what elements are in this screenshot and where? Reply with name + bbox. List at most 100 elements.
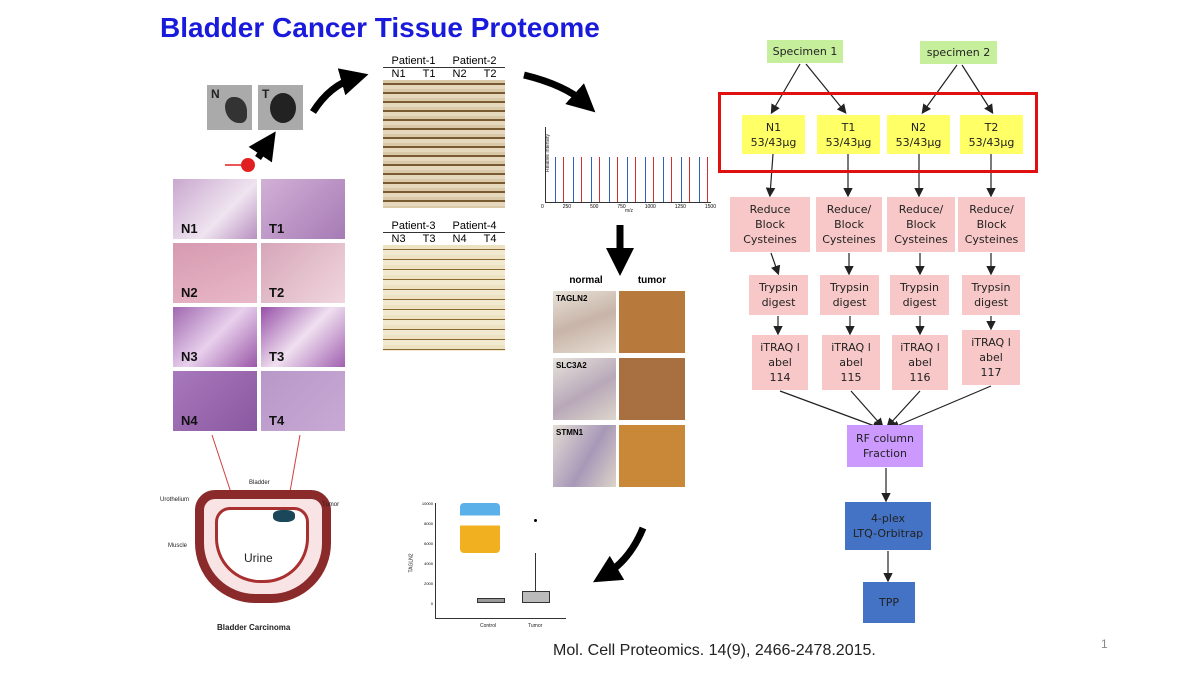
y-tick: 8000 bbox=[424, 521, 433, 526]
reduce-step-2: Reduce/ Block Cysteines bbox=[816, 197, 882, 252]
rf-column-fraction: RF column Fraction bbox=[847, 425, 923, 467]
reduce-step-3: Reduce/ Block Cysteines bbox=[887, 197, 955, 252]
citation: Mol. Cell Proteomics. 14(9), 2466-2478.2… bbox=[553, 642, 876, 659]
digest-step-4: Trypsin digest bbox=[962, 275, 1020, 315]
histology-label: N1 bbox=[181, 221, 198, 236]
y-tick: 0 bbox=[430, 601, 433, 606]
reduce-step-1: Reduce Block Cysteines bbox=[730, 197, 810, 252]
gel-image bbox=[383, 245, 505, 351]
sample-highlight-box bbox=[718, 92, 1038, 173]
lane-label: T3 bbox=[422, 233, 436, 245]
digest-step-2: Trypsin digest bbox=[820, 275, 879, 315]
tumor-tissue-image: T bbox=[258, 85, 303, 130]
sample-t2: T2 53/43µg bbox=[960, 115, 1023, 154]
x-category: Tumor bbox=[528, 623, 543, 629]
digest-step-1: Trypsin digest bbox=[749, 275, 808, 315]
itraq-label-117: iTRAQ l abel 117 bbox=[962, 330, 1020, 385]
lane-label: N4 bbox=[452, 233, 467, 245]
patient-label: Patient-1 bbox=[391, 55, 436, 67]
lane-label: T1 bbox=[422, 68, 436, 80]
lane-label: N2 bbox=[452, 68, 467, 80]
y-tick: 10000 bbox=[421, 501, 433, 506]
histology-n1: N1 bbox=[172, 178, 258, 240]
histology-n4: N4 bbox=[172, 370, 258, 432]
normal-label: N bbox=[211, 87, 220, 101]
x-tick: 0 bbox=[541, 204, 544, 210]
x-category: Control bbox=[480, 623, 497, 629]
boxplot-ylabel: TAGLN2 bbox=[408, 553, 415, 573]
muscle-label: Muscle bbox=[168, 543, 188, 549]
patient-label: Patient-3 bbox=[391, 220, 436, 232]
tpp-analysis: TPP bbox=[863, 582, 915, 623]
x-tick: 1500 bbox=[704, 204, 716, 210]
specimen-2: specimen 2 bbox=[920, 41, 997, 64]
x-tick: 750 bbox=[617, 204, 626, 210]
spectrum-ylabel: Relative Intensity bbox=[545, 133, 552, 173]
histology-label: N2 bbox=[181, 285, 198, 300]
slide-title: Bladder Cancer Tissue Proteome bbox=[160, 12, 600, 43]
histology-label: T2 bbox=[269, 285, 285, 300]
y-tick: 2000 bbox=[424, 581, 433, 586]
histology-t4: T4 bbox=[260, 370, 346, 432]
page-number: 1 bbox=[1101, 637, 1108, 651]
x-tick: 250 bbox=[562, 204, 572, 210]
urine-cup-icon bbox=[460, 503, 500, 553]
ihc-header: normal bbox=[569, 275, 603, 286]
tumor-box bbox=[522, 591, 550, 603]
reduce-step-4: Reduce/ Block Cysteines bbox=[958, 197, 1025, 252]
lc-ms-orbitrap: 4-plex LTQ-Orbitrap bbox=[845, 502, 931, 550]
tumor-label: Tumor bbox=[322, 502, 340, 508]
y-tick: 6000 bbox=[424, 541, 433, 546]
histology-t1: T1 bbox=[260, 178, 346, 240]
ihc-panel: normal tumor TAGLN2 SLC3A2 STMN1 bbox=[553, 275, 685, 487]
histology-n2: N2 bbox=[172, 242, 258, 304]
lane-label: N3 bbox=[391, 233, 406, 245]
histology-label: T1 bbox=[269, 221, 285, 236]
gel-bottom: Patient-3 Patient-4 N3 T3 N4 T4 bbox=[383, 220, 505, 351]
urine-label: Urine bbox=[244, 551, 273, 565]
ihc-header: tumor bbox=[637, 275, 667, 286]
histology-t3: T3 bbox=[260, 306, 346, 368]
laser-icon bbox=[225, 158, 255, 172]
histology-label: N3 bbox=[181, 349, 198, 364]
sample-n2: N2 53/43µg bbox=[887, 115, 950, 154]
patient-label: Patient-2 bbox=[452, 55, 497, 67]
sample-n1: N1 53/43µg bbox=[742, 115, 805, 154]
ihc-protein-label: SLC3A2 bbox=[556, 361, 587, 370]
gel-top: Patient-1 Patient-2 N1 T1 N2 T2 bbox=[383, 55, 505, 208]
gel-image bbox=[383, 80, 505, 208]
sample-t1: T1 53/43µg bbox=[817, 115, 880, 154]
ihc-protein-label: TAGLN2 bbox=[556, 294, 588, 303]
itraq-label-114: iTRAQ l abel 114 bbox=[752, 335, 808, 390]
histology-label: T3 bbox=[269, 349, 285, 364]
digest-step-3: Trypsin digest bbox=[890, 275, 949, 315]
bladder-caption: Bladder Carcinoma bbox=[217, 623, 291, 632]
x-tick: 1250 bbox=[674, 204, 686, 210]
lane-label: T2 bbox=[483, 68, 497, 80]
tumor-label: T bbox=[262, 87, 270, 101]
urothelium-label: Urothelium bbox=[160, 497, 190, 503]
y-tick: 4000 bbox=[424, 561, 433, 566]
patient-label: Patient-4 bbox=[452, 220, 497, 232]
flow-connectors bbox=[765, 63, 996, 583]
histology-n3: N3 bbox=[172, 306, 258, 368]
boxplot: 0 2000 4000 6000 8000 10000 TAGLN2 Control Tu… bbox=[408, 495, 566, 635]
histology-t2: T2 bbox=[260, 242, 346, 304]
normal-tissue-image: N bbox=[207, 85, 252, 130]
bladder-label: Bladder bbox=[249, 480, 270, 486]
x-tick: 1000 bbox=[644, 204, 656, 210]
bladder-diagram: Bladder Urothelium Tumor Muscle Urine Bl… bbox=[155, 455, 355, 635]
itraq-label-116: iTRAQ l abel 116 bbox=[892, 335, 948, 390]
process-arrows bbox=[248, 68, 647, 583]
specimen-1: Specimen 1 bbox=[767, 40, 843, 63]
lane-label: N1 bbox=[391, 68, 406, 80]
ihc-protein-label: STMN1 bbox=[556, 428, 584, 437]
histology-label: N4 bbox=[181, 413, 198, 428]
control-box bbox=[477, 598, 505, 603]
lane-label: T4 bbox=[483, 233, 497, 245]
itraq-label-115: iTRAQ l abel 115 bbox=[822, 335, 880, 390]
histology-label: T4 bbox=[269, 413, 285, 428]
spectrum-xlabel: m/z bbox=[625, 208, 634, 214]
